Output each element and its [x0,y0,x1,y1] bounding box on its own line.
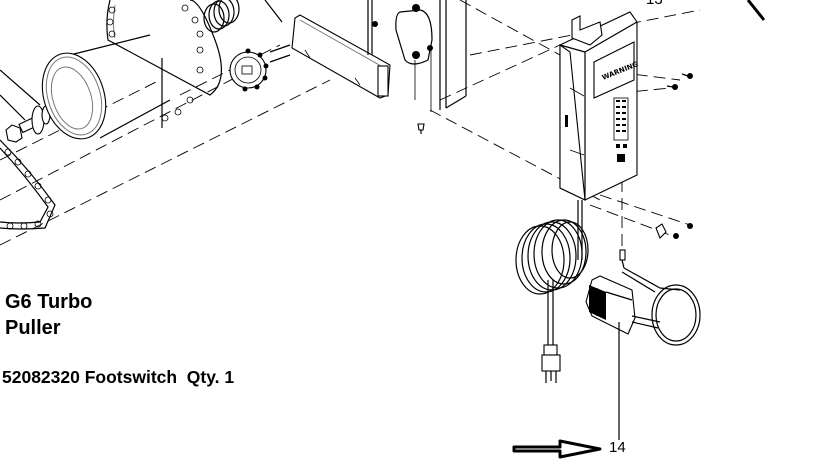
drive-sprocket-hub [41,0,222,140]
callout-number-14: 14 [609,439,626,456]
machine-title: G6 Turbo Puller [5,289,92,341]
small-sprocket [229,44,291,92]
footswitch-cord [619,249,701,346]
guard-channel [291,14,391,99]
bracket-edge [264,0,283,23]
title-line-1: G6 Turbo [5,291,93,313]
roller-chain [0,139,56,230]
frame-bracket [367,0,467,134]
stray-rod [746,0,766,21]
plug [541,344,561,383]
footswitch [585,275,636,440]
mounting-hardware [655,223,693,239]
compression-spring [203,0,240,33]
title-line-2: Puller [5,317,61,339]
callout-arrow [512,439,602,459]
control-box: WARNING [559,11,693,201]
part-number-description: 52082320 Footswitch Qty. 1 [2,367,235,387]
callout-number-13: 13 [646,0,663,8]
power-cord-coil [515,200,589,345]
